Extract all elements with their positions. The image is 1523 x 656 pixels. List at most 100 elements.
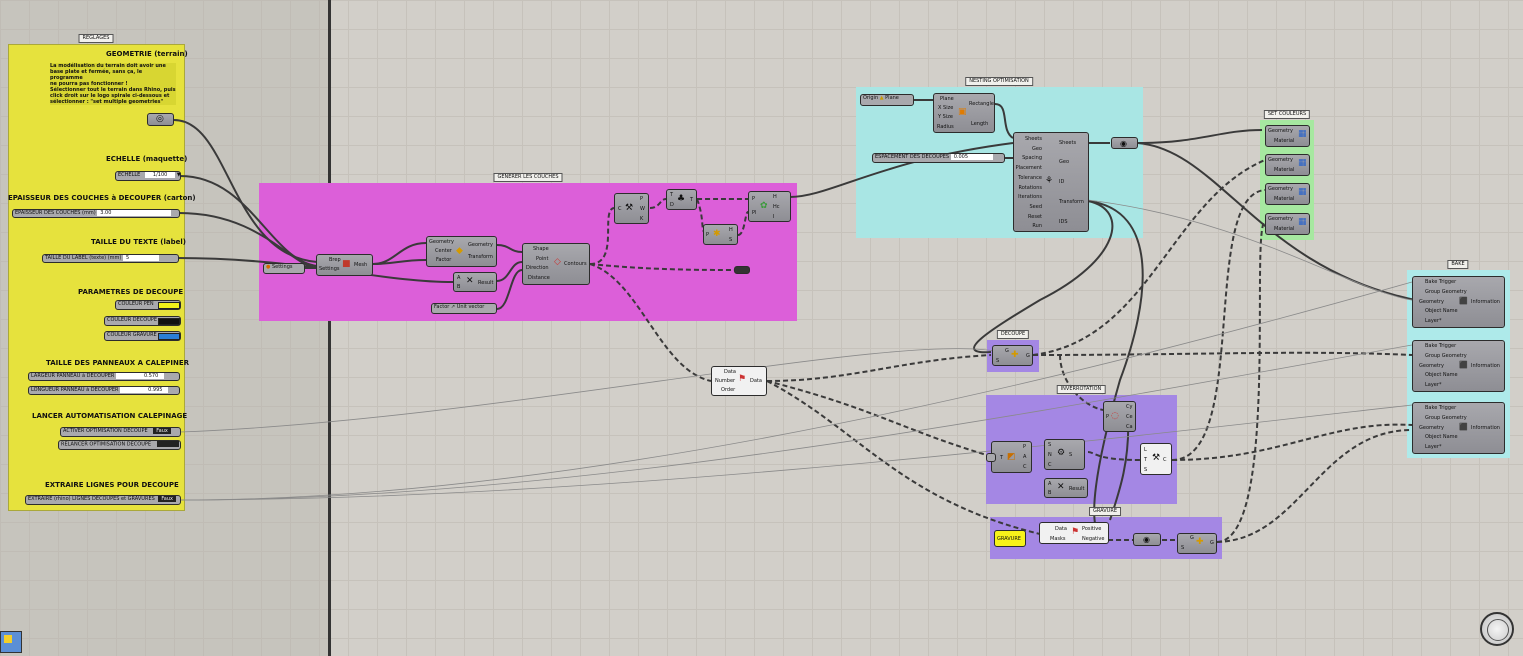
port-label: C bbox=[618, 206, 622, 212]
port-label: Geometry bbox=[1419, 298, 1444, 305]
port-label: Negative bbox=[1082, 536, 1105, 542]
espacement-slider[interactable]: ESPACEMENT DES DECOUPES 0.005 bbox=[872, 153, 1005, 163]
port-label: ID bbox=[1059, 179, 1065, 185]
scale-component[interactable]: Geometry Center Factor ◆ Geometry Transf… bbox=[426, 236, 497, 267]
geometry-param-component[interactable]: ◎ bbox=[147, 113, 174, 126]
dispatch-component[interactable]: Data Masks ⚑ Positive Negative bbox=[1039, 522, 1109, 544]
couleur-pen-swatch[interactable]: COULEUR PEN bbox=[115, 300, 181, 310]
port-label: A bbox=[1048, 481, 1052, 487]
series-component[interactable]: S N C ⚙ S bbox=[1044, 439, 1085, 470]
note-line: sélectionner : "set multiple geometries" bbox=[50, 99, 164, 105]
multiplication-component[interactable]: A B ✕ Result bbox=[453, 272, 497, 292]
series-icon: ⚙ bbox=[1057, 448, 1066, 458]
wire-dashed bbox=[766, 380, 1001, 460]
multiplication-component-2[interactable]: A B ✕ Result bbox=[1044, 478, 1088, 498]
rectangle-component[interactable]: Plane X Size Y Size Radius ▣ Rectangle L… bbox=[933, 93, 995, 133]
activer-toggle[interactable]: ACTIVER OPTIMISATION DECOUPE Faux bbox=[60, 427, 181, 437]
sort-list-component[interactable]: Data Number Order ⚑ Data bbox=[711, 366, 767, 396]
port-label: N bbox=[1048, 452, 1052, 458]
espacement-value: 0.005 bbox=[950, 154, 994, 160]
mesh-icon: ■ bbox=[342, 259, 351, 269]
port-label: Data bbox=[724, 369, 736, 375]
port-label: Rectangle bbox=[969, 101, 994, 107]
section-taille-title: TAILLE DU TEXTE (label) bbox=[91, 238, 186, 246]
contour-icon: ◇ bbox=[554, 257, 561, 267]
relay-icon: ◉ bbox=[1143, 535, 1150, 544]
wire-dashed bbox=[737, 211, 749, 236]
echelle-dropdown[interactable]: ECHELLE 1/100 ▼ bbox=[115, 171, 181, 181]
port-label: Mesh bbox=[354, 262, 368, 268]
decoupe-group-component[interactable]: G S ✚ G bbox=[992, 345, 1033, 366]
canvas-divider[interactable] bbox=[328, 0, 331, 656]
group-title-reglages: REGLAGES bbox=[78, 34, 114, 43]
couleur-gravure-swatch[interactable]: COULEUR GRAVURE bbox=[104, 331, 181, 341]
port-label: D bbox=[670, 202, 674, 208]
port-label: IDS bbox=[1059, 219, 1068, 225]
rotate-component[interactable]: T ◩ P A C bbox=[986, 441, 1032, 473]
port-label: Cy bbox=[1126, 404, 1133, 410]
contour-component[interactable]: Shape Point Direction Distance ◇ Contour… bbox=[522, 243, 590, 285]
boundary-icon: ✿ bbox=[760, 201, 768, 211]
wire bbox=[1087, 200, 1144, 541]
port-label: Radius bbox=[937, 124, 954, 130]
wire bbox=[173, 119, 318, 263]
circle-component[interactable]: P ◌ Cy Ce Ca bbox=[1103, 401, 1136, 432]
echelle-value: 1/100 bbox=[144, 172, 176, 178]
unit-vector-component[interactable]: Factor ↗ Unit vector bbox=[431, 303, 497, 314]
boundary-component[interactable]: P Pl ✿ H Hc I bbox=[748, 191, 791, 222]
relay-gravure-component[interactable]: ◉ bbox=[1133, 533, 1161, 546]
relay-icon: ◉ bbox=[1120, 139, 1127, 148]
longueur-slider[interactable]: LONGUEUR PANNEAU à DECOUPER 0.995 bbox=[28, 386, 180, 395]
port-label: Geo bbox=[1031, 145, 1042, 152]
relay-nest-component[interactable]: ◉ bbox=[1111, 137, 1138, 149]
couleur-decoupe-swatch[interactable]: COULEUR DECOUPE bbox=[104, 316, 181, 326]
bake-icon: ⬛ bbox=[1459, 423, 1468, 431]
port-label: Positive bbox=[1082, 526, 1102, 532]
gear-icon: ✱ bbox=[713, 229, 721, 239]
port-label: X Size bbox=[938, 105, 954, 111]
wire-dashed bbox=[649, 198, 667, 209]
relancer-button[interactable]: RELANCER OPTIMISATION DECOUPE bbox=[58, 440, 181, 450]
origin-plane-component[interactable]: Origin ▲ Plane bbox=[860, 94, 914, 106]
taille-slider[interactable]: TAILLE DU LABEL (texte) (mm) 5 bbox=[42, 254, 179, 263]
gravure-group-component[interactable]: G S ✚ G bbox=[1177, 533, 1217, 554]
gravure-panel[interactable]: GRAVURE bbox=[994, 530, 1026, 547]
port-label: Placement bbox=[1015, 165, 1042, 172]
tree-component[interactable]: T D ♣ T bbox=[666, 189, 697, 210]
mesh-brep-component[interactable]: Brep Settings ■ Mesh bbox=[316, 254, 373, 276]
port-label: Layer* bbox=[1425, 318, 1442, 325]
hammer-icon: ⚒ bbox=[1152, 453, 1161, 463]
port-label: Factor bbox=[434, 304, 450, 310]
port-label: Information bbox=[1471, 299, 1500, 305]
largeur-slider[interactable]: LARGEUR PANNEAU à DECOUPER 0.570 bbox=[28, 372, 180, 381]
relay-component[interactable] bbox=[734, 266, 750, 274]
python-editor-icon[interactable] bbox=[0, 631, 22, 653]
list-item-component[interactable]: L T S ⚒ C bbox=[1140, 443, 1172, 475]
extraire-toggle[interactable]: EXTRAIRE (rhino) LIGNES DECOUPES et GRAV… bbox=[25, 495, 181, 505]
navigation-widget[interactable] bbox=[1480, 612, 1514, 646]
port-label: G bbox=[1026, 353, 1030, 359]
port-label: Material bbox=[1274, 138, 1295, 144]
port-label: Group Geometry bbox=[1425, 414, 1467, 421]
activer-value: Faux bbox=[153, 428, 171, 434]
port-label: Reset bbox=[1028, 213, 1042, 220]
epaisseur-slider[interactable]: EPAISSEUR DES COUCHES (mm) 3.00 bbox=[12, 209, 180, 218]
plane-hatch-component[interactable]: P ✱ H S bbox=[703, 224, 738, 245]
port-label: I bbox=[773, 214, 775, 220]
port-label: Geometry bbox=[429, 239, 454, 245]
sift-component[interactable]: C ⚒ P W K bbox=[614, 193, 649, 224]
couleur-gravure-label: COULEUR GRAVURE bbox=[107, 332, 157, 338]
port-label: Tolerance bbox=[1018, 174, 1042, 181]
longueur-value: 0.995 bbox=[120, 387, 169, 393]
wire bbox=[178, 212, 318, 269]
settings-param[interactable]: ● Settings bbox=[263, 263, 305, 274]
